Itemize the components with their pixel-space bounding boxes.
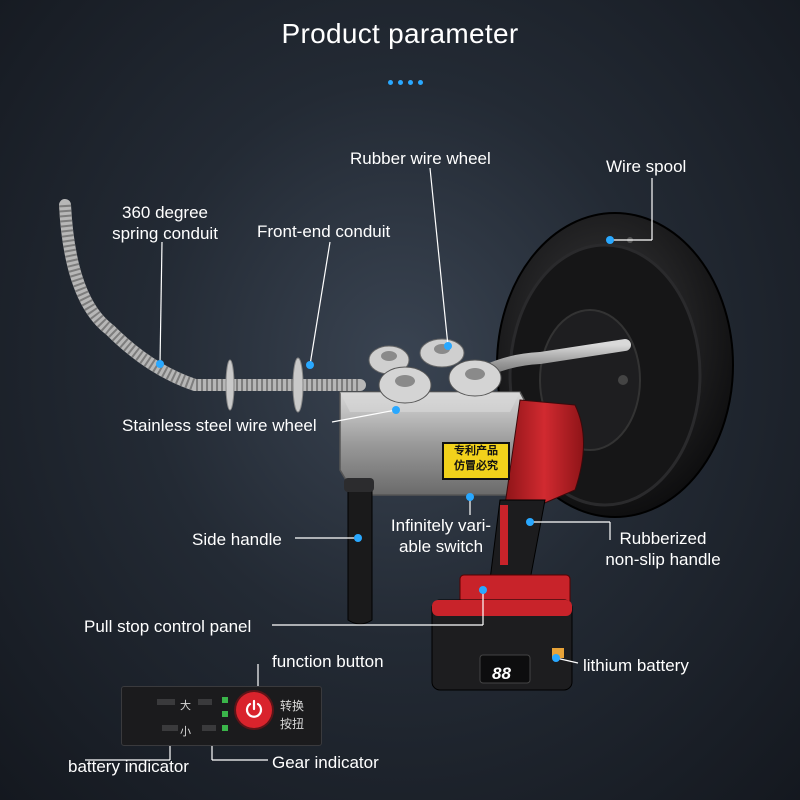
switch-label-2: 按扭 [280,717,305,731]
battery-display: 88 [492,664,511,683]
gear-led [222,697,228,703]
function-button[interactable] [236,692,272,728]
label-variable-switch: Infinitely vari- able switch [385,515,497,557]
gear-led [222,725,228,731]
label-spring-conduit: 360 degree spring conduit [100,202,230,244]
label-lithium-battery: lithium battery [583,656,689,675]
label-front-end-conduit: Front-end conduit [257,222,391,241]
label-wire-spool: Wire spool [606,157,687,176]
label-rubberized-handle: Rubberized non-slip handle [596,528,730,570]
battery-indicator-led [162,725,178,731]
label-rubberized-handle-line1: Rubberized [619,529,707,548]
indicator-bar [198,699,212,705]
panel-big-label: 大 [180,700,191,712]
gear-led [222,711,228,717]
label-rubber-wire-wheel: Rubber wire wheel [350,149,491,168]
panel-small-label: 小 [180,726,191,738]
leader-lines [85,167,653,761]
wire-wheels [368,338,502,404]
label-variable-switch-line1: Infinitely vari- [390,516,492,535]
page-title: Product parameter [281,18,519,49]
label-gear-indicator: Gear indicator [272,753,379,772]
control-panel: 大 小 转换 按扭 [121,686,322,746]
indicator-bar [157,699,175,705]
label-spring-conduit-line1: 360 degree [121,203,209,222]
switch-label-1: 转换 [280,699,305,713]
patent-badge: 专利产品 仿冒必究 [442,442,510,480]
gear-indicator-led [202,725,216,731]
badge-line1: 专利产品 [454,445,498,457]
label-pull-stop-control-panel: Pull stop control panel [84,617,252,636]
power-icon [245,699,263,718]
label-side-handle: Side handle [192,530,282,549]
label-variable-switch-line2: able switch [398,537,484,556]
badge-line2: 仿冒必究 [454,460,498,472]
label-rubberized-handle-line2: non-slip handle [605,550,721,569]
label-stainless-steel-wire-wheel: Stainless steel wire wheel [122,416,317,435]
label-spring-conduit-line2: spring conduit [112,224,218,243]
label-battery-indicator: battery indicator [68,757,189,776]
label-function-button: function button [272,652,384,671]
title-decoration [388,80,423,85]
